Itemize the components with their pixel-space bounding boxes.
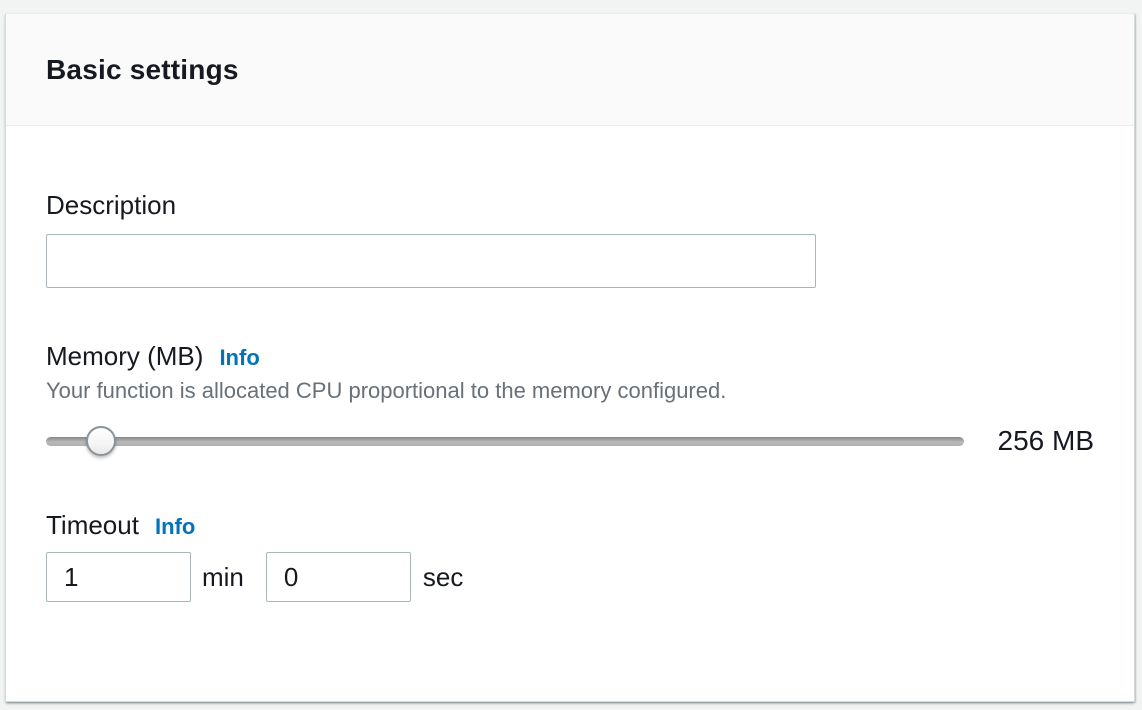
page-title: Basic settings	[46, 53, 239, 85]
memory-value: 256 MB	[997, 425, 1095, 456]
memory-helper-text: Your function is allocated CPU proportio…	[46, 378, 727, 403]
timeout-inputs-row: min sec	[46, 552, 1094, 602]
timeout-field-group: Timeout Info min sec	[46, 510, 1094, 602]
description-label: Description	[46, 190, 177, 220]
basic-settings-card: Basic settings Description Memory (MB) I…	[5, 13, 1135, 702]
timeout-label: Timeout	[46, 510, 139, 540]
description-input[interactable]	[46, 234, 816, 288]
memory-slider[interactable]	[46, 426, 964, 456]
timeout-minutes-input[interactable]	[46, 552, 191, 602]
card-body: Description Memory (MB) Info Your functi…	[6, 126, 1134, 602]
memory-label: Memory (MB)	[46, 341, 204, 371]
description-field-group: Description	[46, 190, 1094, 288]
timeout-minutes-unit: min	[202, 561, 244, 592]
timeout-seconds-input[interactable]	[265, 552, 411, 602]
card-header: Basic settings	[6, 14, 1134, 126]
memory-field-group: Memory (MB) Info Your function is alloca…	[46, 341, 1094, 457]
memory-slider-thumb[interactable]	[86, 426, 117, 456]
timeout-info-link[interactable]: Info	[154, 514, 196, 539]
timeout-seconds-unit: sec	[422, 561, 464, 592]
memory-slider-track[interactable]	[46, 436, 964, 446]
memory-slider-row: 256 MB	[46, 425, 1094, 457]
memory-info-link[interactable]: Info	[219, 345, 260, 370]
